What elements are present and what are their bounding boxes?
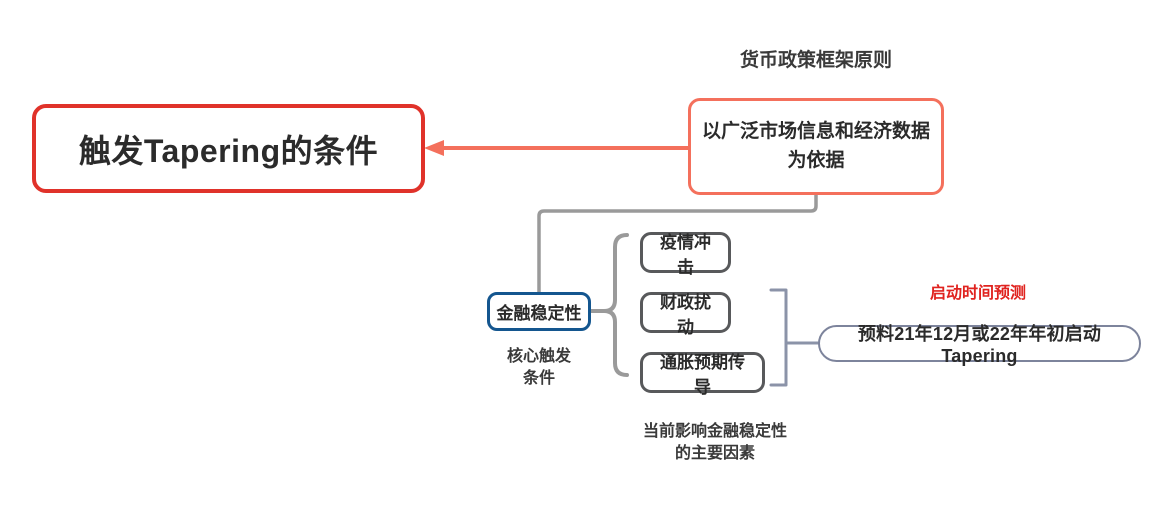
connector-root-to-principle bbox=[424, 140, 688, 156]
stability-node-label: 金融稳定性 bbox=[496, 304, 582, 323]
stability-caption-core-trigger: 核心触发 条件 bbox=[506, 348, 571, 387]
connector-bracket-factors-forecast bbox=[769, 288, 820, 387]
factor-node-fiscal-disturbance[interactable]: 财政扰动 bbox=[640, 292, 731, 337]
forecast-node-tapering-timeline[interactable]: 预料21年12月或22年年初启动Tapering bbox=[818, 324, 1141, 366]
factor-node-label: 通胀预期传导 bbox=[660, 352, 745, 397]
principle-node-label: 以广泛市场信息和经济数据为依据 bbox=[701, 121, 930, 171]
forecast-node-label: 预料21年12月或22年年初启动Tapering bbox=[857, 324, 1102, 366]
principle-caption: 货币政策框架原则 bbox=[739, 50, 892, 71]
forecast-caption-launch-timing: 启动时间预测 bbox=[929, 285, 1026, 302]
root-node-tapering-conditions[interactable]: 触发Tapering的条件 bbox=[32, 104, 425, 193]
factor-node-inflation-expectation[interactable]: 通胀预期传导 bbox=[640, 352, 765, 397]
stability-node-financial-stability[interactable]: 金融稳定性 bbox=[487, 292, 591, 331]
factor-node-label: 疫情冲击 bbox=[660, 232, 711, 277]
factor-node-label: 财政扰动 bbox=[660, 292, 711, 337]
factors-caption-main-influences: 当前影响金融稳定性 的主要因素 bbox=[642, 423, 787, 462]
root-node-label: 触发Tapering的条件 bbox=[78, 132, 379, 169]
principle-node-market-info[interactable]: 以广泛市场信息和经济数据为依据 bbox=[688, 98, 944, 195]
factor-node-pandemic-shock[interactable]: 疫情冲击 bbox=[640, 232, 731, 277]
